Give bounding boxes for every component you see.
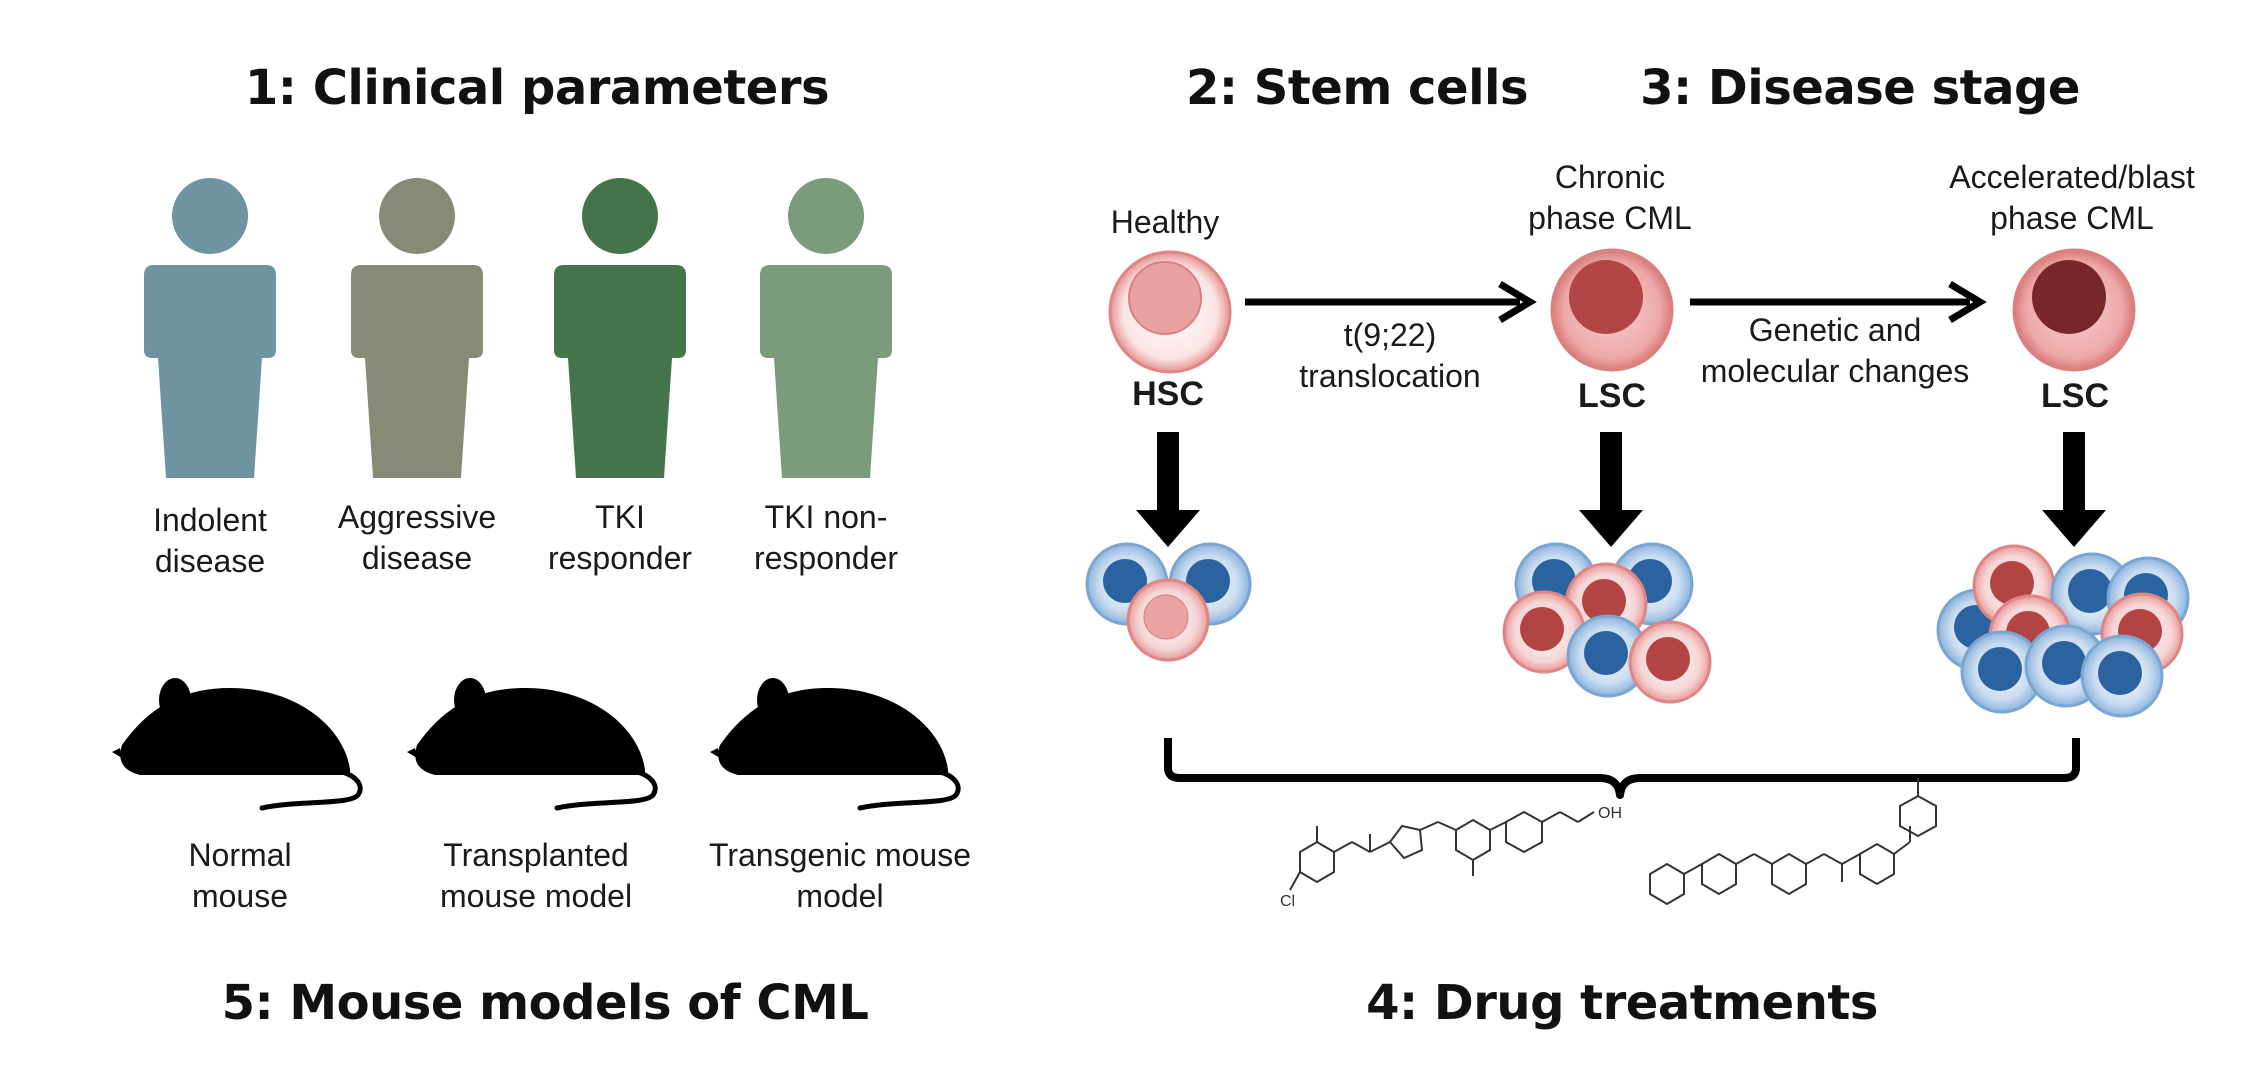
mouse-label-normal: Normal mouse — [188, 837, 292, 914]
hsc-cell-icon — [1108, 250, 1232, 374]
person-label-tki-non-responder: TKI non- responder — [753, 499, 899, 576]
mouse-icon-transgenic — [710, 678, 961, 811]
arrow-down-accelerated — [2042, 432, 2106, 547]
section-title-disease-stage: 3: Disease stage — [1640, 60, 2080, 116]
cell-label-lsc-accelerated: LSC — [2041, 377, 2109, 415]
person-icon-tki-non-responder — [760, 178, 892, 478]
cluster-cell-chronic — [1502, 590, 1586, 674]
cluster-cell-chronic — [1628, 620, 1712, 704]
cluster-cell-healthy — [1126, 578, 1210, 662]
mouse-label-transgenic: Transgenic mouse model — [708, 837, 972, 914]
arrow-down-healthy — [1136, 432, 1200, 547]
dasatinib-oh-label: OH — [1598, 805, 1622, 822]
arrow-genetic-changes — [1690, 280, 1987, 324]
lsc-chronic-cell-icon — [1550, 248, 1674, 372]
stage-label-chronic: Chronic phase CML — [1528, 159, 1692, 236]
arrow-label-genetic: Genetic and molecular changes — [1700, 312, 1970, 389]
section-title-clinical: 1: Clinical parameters — [244, 60, 830, 116]
section-title-drug-treatments: 4: Drug treatments — [1366, 975, 1878, 1031]
stage-label-healthy: Healthy — [1110, 204, 1220, 240]
section-title-mouse-models: 5: Mouse models of CML — [221, 975, 869, 1031]
person-icon-tki-responder — [554, 178, 686, 478]
lsc-accelerated-cell-icon — [2012, 248, 2136, 372]
cluster-cell-accelerated — [2080, 634, 2164, 718]
stage-label-accelerated: Accelerated/blast phase CML — [1949, 159, 2195, 236]
cell-label-lsc-chronic: LSC — [1578, 377, 1646, 415]
brace — [1164, 738, 2080, 799]
arrow-label-translocation: t(9;22) translocation — [1299, 317, 1481, 394]
mouse-label-transplanted: Transplanted mouse model — [439, 837, 633, 914]
person-label-indolent: Indolent disease — [153, 502, 267, 579]
person-icon-indolent — [144, 178, 276, 478]
person-label-aggressive: Aggressive disease — [337, 499, 497, 576]
nilotinib-structure-icon — [1649, 778, 1937, 906]
arrow-down-chronic — [1579, 432, 1643, 547]
person-label-tki-responder: TKI responder — [547, 499, 693, 576]
person-icon-aggressive — [351, 178, 483, 478]
arrow-translocation — [1245, 280, 1537, 324]
dasatinib-structure-icon — [1289, 810, 1595, 891]
mouse-icon-transplanted — [407, 678, 658, 811]
mouse-icon-normal — [112, 678, 363, 811]
section-title-stem-cells: 2: Stem cells — [1185, 60, 1529, 116]
dasatinib-cl-label: Cl — [1280, 893, 1295, 910]
cell-label-hsc: HSC — [1132, 375, 1204, 413]
cluster-cell-accelerated — [1960, 630, 2044, 714]
